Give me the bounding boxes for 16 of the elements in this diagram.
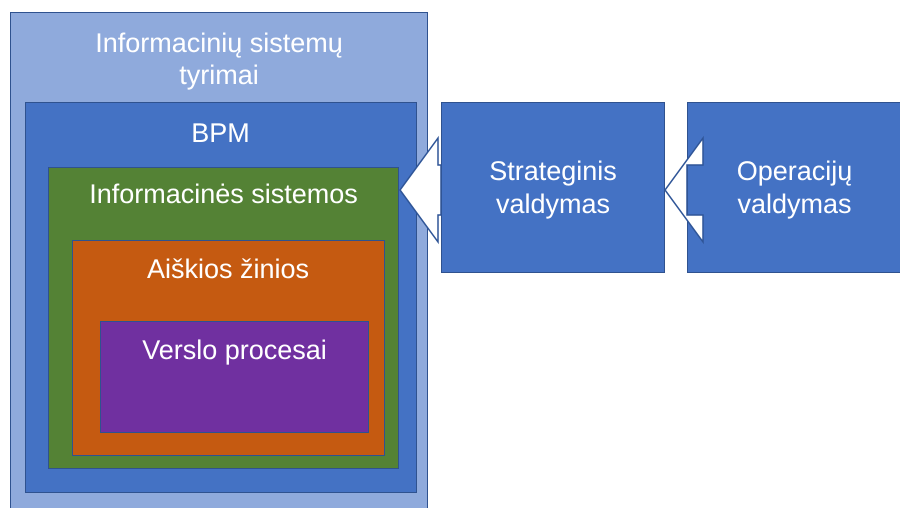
box-label: Strateginis valdymas: [488, 155, 618, 220]
process-box: [441, 102, 665, 273]
nested-box: [24, 102, 416, 492]
box-label: Informacinių sistemų tyrimai: [94, 27, 344, 92]
nested-box: [100, 321, 369, 433]
block-arrow: [664, 136, 704, 244]
box-label: BPM: [190, 116, 251, 149]
block-arrow: [399, 136, 442, 244]
box-label: Informacinės sistemos: [88, 178, 359, 210]
box-label: Verslo procesai: [141, 334, 328, 366]
process-box: [687, 102, 900, 273]
nested-box: [10, 12, 428, 508]
nested-box: [48, 167, 399, 469]
box-label: Aiškios žinios: [146, 252, 310, 285]
box-label: Operacijų valdymas: [736, 155, 854, 220]
nested-box: [72, 240, 384, 456]
